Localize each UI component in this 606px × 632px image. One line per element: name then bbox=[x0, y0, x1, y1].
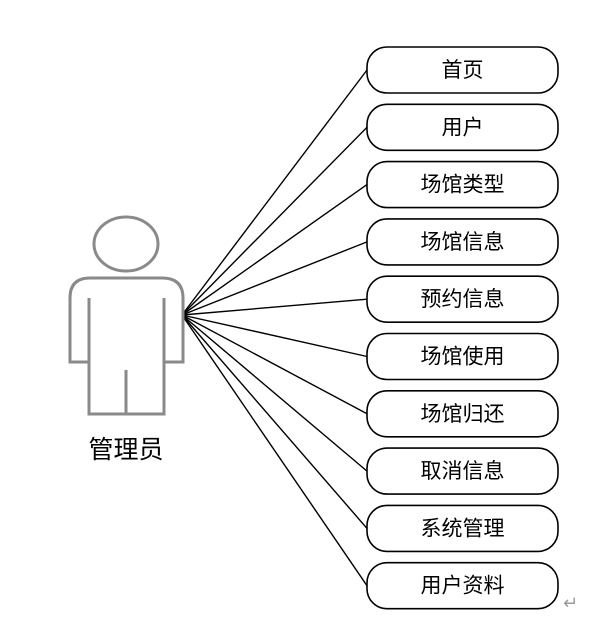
use-case-label: 取消信息 bbox=[421, 459, 505, 483]
use-case-box bbox=[366, 218, 559, 266]
association-line bbox=[181, 314, 368, 529]
actor-label: 管理员 bbox=[88, 435, 163, 464]
use-case: 用户 bbox=[366, 103, 559, 152]
use-case-label: 用户 bbox=[442, 115, 484, 139]
association-line bbox=[181, 314, 368, 587]
association-line bbox=[181, 126, 368, 316]
use-case-label: 系统管理 bbox=[421, 516, 505, 540]
association-line bbox=[181, 314, 368, 358]
use-case: 场馆归还 bbox=[366, 389, 559, 438]
use-case-box bbox=[366, 504, 559, 553]
use-case: 取消信息 bbox=[366, 447, 559, 495]
use-case-box bbox=[366, 389, 559, 438]
use-case: 场馆信息 bbox=[366, 218, 559, 266]
use-case-label: 首页 bbox=[442, 58, 484, 82]
use-case-box bbox=[366, 103, 559, 152]
use-case: 首页 bbox=[366, 46, 559, 94]
association-line bbox=[181, 69, 368, 316]
use-case-label: 场馆类型 bbox=[421, 173, 505, 197]
actor-head bbox=[92, 215, 160, 273]
use-case: 场馆使用 bbox=[366, 332, 559, 381]
use-case-label: 场馆信息 bbox=[421, 230, 505, 254]
use-case-box bbox=[366, 332, 559, 381]
use-case-label: 用户资料 bbox=[421, 574, 505, 598]
association-line bbox=[181, 314, 368, 472]
paragraph-return-mark: ↵ bbox=[563, 593, 578, 614]
use-case: 预约信息 bbox=[366, 275, 559, 324]
association-line bbox=[181, 298, 368, 316]
use-case-box bbox=[366, 561, 559, 610]
use-case-box bbox=[366, 46, 559, 94]
actor-torso bbox=[68, 276, 185, 416]
association-line bbox=[181, 184, 368, 316]
use-case: 场馆类型 bbox=[366, 160, 559, 209]
use-case-box bbox=[366, 160, 559, 209]
association-lines bbox=[181, 69, 368, 587]
association-line bbox=[181, 314, 368, 415]
use-case: 用户资料 bbox=[366, 561, 559, 610]
association-line bbox=[181, 241, 368, 316]
actor-figure bbox=[68, 215, 185, 416]
use-case-label: 场馆使用 bbox=[421, 345, 505, 369]
use-case-box bbox=[366, 275, 559, 324]
use-case: 系统管理 bbox=[366, 504, 559, 553]
use-case-label: 预约信息 bbox=[421, 287, 505, 311]
use-case-box bbox=[366, 447, 559, 495]
use-case-label: 场馆归还 bbox=[421, 402, 505, 426]
